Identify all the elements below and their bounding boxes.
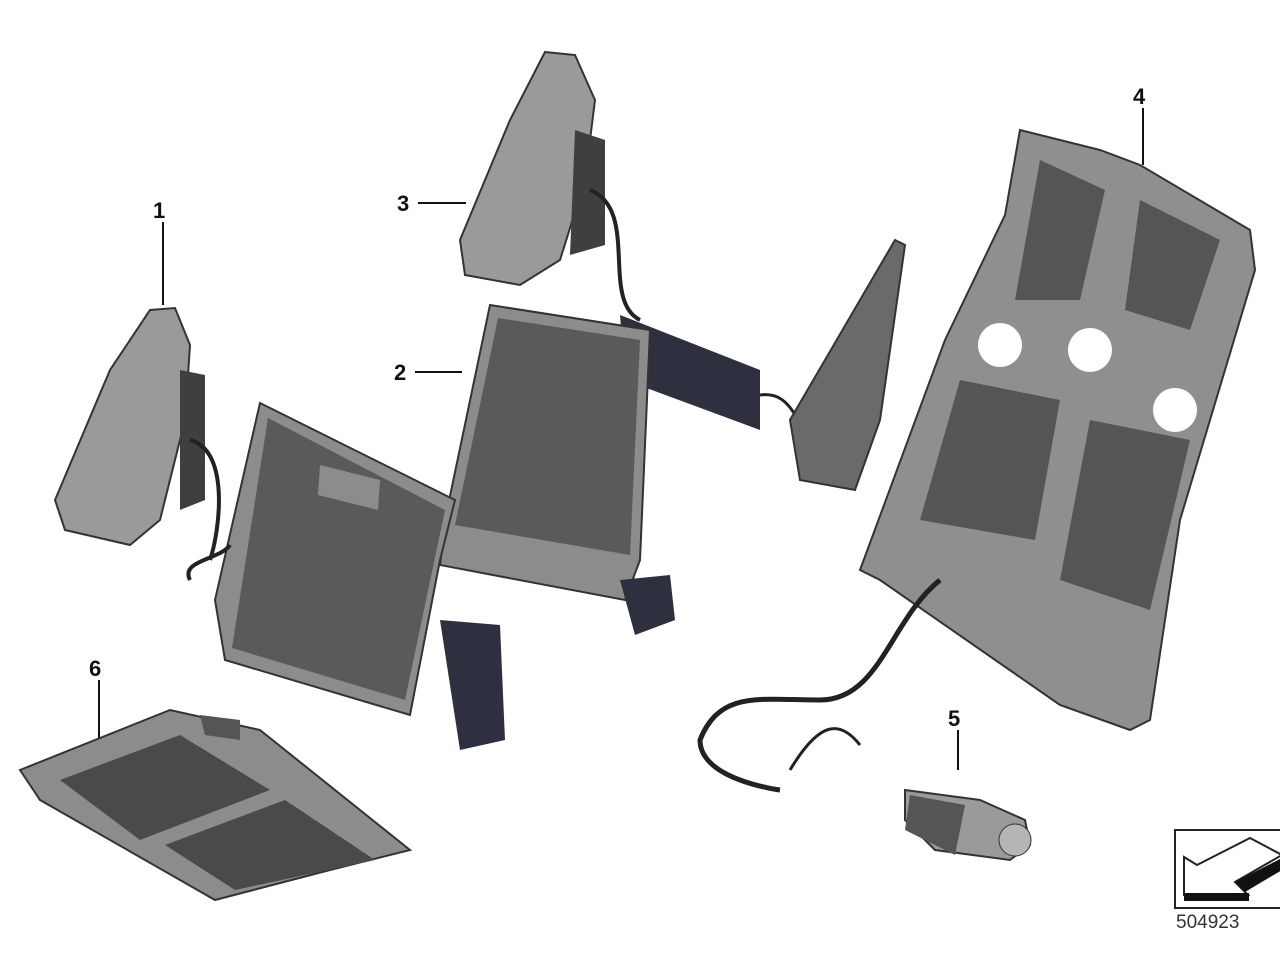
callout-4: 4 (1133, 84, 1146, 109)
pump-motor[interactable] (904, 788, 1032, 862)
callout-1: 1 (153, 198, 166, 223)
side-bracket[interactable] (788, 238, 907, 492)
leader-lines (98, 108, 1144, 770)
headrest-left[interactable] (53, 306, 221, 561)
diagram-code: 504923 (1176, 912, 1240, 933)
orientation-arrow-icon (1174, 829, 1280, 909)
seat-cushion-mat[interactable] (18, 708, 413, 902)
callout-5: 5 (948, 706, 961, 731)
callout-6: 6 (89, 656, 102, 681)
callout-3: 3 (397, 191, 410, 216)
seat-back-panel[interactable] (438, 303, 675, 635)
seat-frame-mat[interactable] (697, 128, 1257, 793)
seat-back-panel-front[interactable] (186, 401, 505, 750)
callout-2: 2 (394, 360, 407, 385)
